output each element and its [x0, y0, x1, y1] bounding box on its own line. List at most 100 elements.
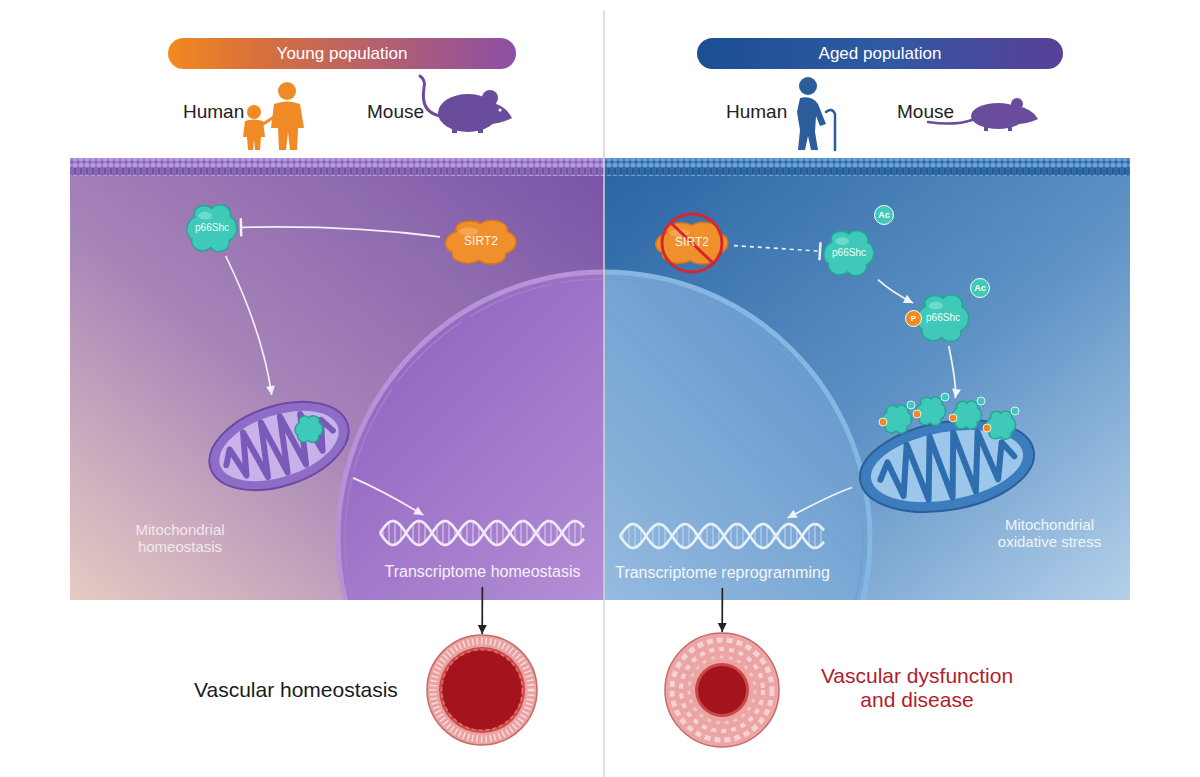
dna-rung	[712, 524, 713, 547]
dna-rung	[388, 522, 389, 543]
connector-line	[949, 346, 956, 398]
dna-rung	[634, 524, 635, 547]
nucleus-aged-part	[604, 279, 863, 600]
connector-line	[788, 488, 852, 518]
adult-child-icon-part	[263, 117, 274, 124]
mouse-icon-part	[482, 90, 498, 106]
arrow-head	[718, 623, 727, 632]
dna-rung	[580, 524, 581, 542]
protein-blob: p66Shc	[820, 226, 878, 280]
panel-divider	[603, 10, 605, 777]
dna-helix-text: Transcriptome homeostasis	[365, 559, 600, 585]
connector	[718, 588, 727, 632]
phospho-dot	[983, 424, 991, 432]
mitochondrion-outline	[852, 398, 1042, 512]
dna-strand	[620, 524, 824, 548]
dna-rung	[736, 524, 737, 548]
acetyl-dot	[1011, 407, 1019, 415]
dna-rung	[496, 521, 497, 545]
vessel-section-part	[433, 641, 531, 739]
phospho-dot	[949, 414, 957, 422]
protein-blob-shape-part	[882, 405, 911, 433]
highlight	[198, 212, 212, 220]
dna-rung	[574, 521, 575, 545]
dna-rung	[652, 527, 653, 545]
blood-vessel-text: Vascular homeostasis	[194, 674, 409, 706]
dna-rung	[658, 524, 659, 548]
mouse-icon-part	[478, 126, 483, 133]
dna-rung	[520, 521, 521, 544]
protein-blob-text: SIRT2	[650, 218, 734, 268]
vessel-section-part	[442, 650, 522, 730]
connector	[226, 256, 275, 395]
acetyl-dot	[977, 397, 985, 405]
dna-rung	[742, 527, 743, 545]
vessel-section-part	[698, 666, 746, 714]
dna-rung	[706, 525, 707, 546]
elderly-icon	[797, 77, 835, 150]
group-header: Young population	[168, 38, 516, 69]
blood-vessel: Vascular homeostasis	[426, 634, 538, 746]
vessel-section-part	[672, 640, 772, 740]
blood-vessel-outline	[664, 632, 780, 748]
connector	[478, 587, 487, 634]
connector-line	[353, 478, 423, 515]
dna-rung	[442, 521, 443, 544]
nucleus-young-part	[338, 272, 604, 600]
mitochondrion: Mitochondrial oxidative stress	[852, 398, 1042, 512]
phospho-dot	[879, 418, 887, 426]
blood-vessel-text: Vascular dysfunction and disease	[812, 658, 1022, 718]
elderly-icon-part	[799, 77, 817, 95]
protein-blob: SIRT2	[650, 218, 734, 268]
vessel-section-part	[695, 663, 749, 717]
highlight	[835, 237, 849, 245]
protein-blob-shape	[295, 416, 322, 443]
dna-rung	[760, 524, 761, 547]
mouse-icon-part	[984, 126, 988, 131]
protein-blob: p66Shc	[183, 200, 241, 256]
arrow-head	[413, 506, 423, 515]
phospho-mark: P	[905, 310, 922, 327]
mouse-icon-part	[452, 126, 457, 133]
protein-blob-text: p66Shc	[820, 226, 878, 280]
dna-rung	[628, 525, 629, 546]
dna-helix-text: Transcriptome reprogramming	[605, 560, 840, 586]
group-header-text: Aged population	[697, 38, 1063, 69]
dna-rung	[790, 524, 791, 547]
mitochondrion-shape	[198, 386, 360, 507]
dna-rung	[808, 527, 809, 545]
vessel-section-part	[442, 650, 523, 731]
protein-blob: p66Shc	[913, 290, 973, 346]
protein-blob: SIRT2	[440, 216, 522, 268]
dna-rung	[814, 524, 815, 548]
mouse-icon-part	[499, 109, 502, 112]
protein-blob-shape	[986, 411, 1015, 439]
connector-line	[721, 588, 723, 632]
cell-membrane	[604, 158, 1130, 176]
mouse-icon	[420, 76, 512, 133]
acetyl-mark: Ac	[970, 278, 990, 298]
mitochondrion-shape-part	[853, 407, 1042, 524]
connector	[353, 478, 423, 515]
adult-child-icon-part	[247, 105, 261, 119]
nucleus-aged-part	[604, 272, 870, 600]
adult-child-icon	[243, 82, 304, 150]
connector	[734, 243, 821, 259]
dna-rung	[448, 522, 449, 543]
mitochondrion-text: Mitochondrial homeostasis	[120, 515, 240, 561]
nucleus-aged	[604, 272, 870, 600]
blood-vessel-outline	[426, 634, 538, 746]
dna-strand	[620, 524, 824, 548]
dna-rung	[526, 522, 527, 543]
group-header-text: Young population	[168, 38, 516, 69]
cell-membrane	[70, 158, 604, 176]
inhibition-bar	[819, 243, 820, 259]
nucleus-young-part	[345, 279, 604, 600]
dna-rung	[568, 524, 569, 542]
connector-line	[878, 280, 913, 303]
mouse-icon-part	[1008, 126, 1012, 131]
connector	[878, 280, 913, 303]
protein-blob-shape-part	[916, 397, 945, 425]
